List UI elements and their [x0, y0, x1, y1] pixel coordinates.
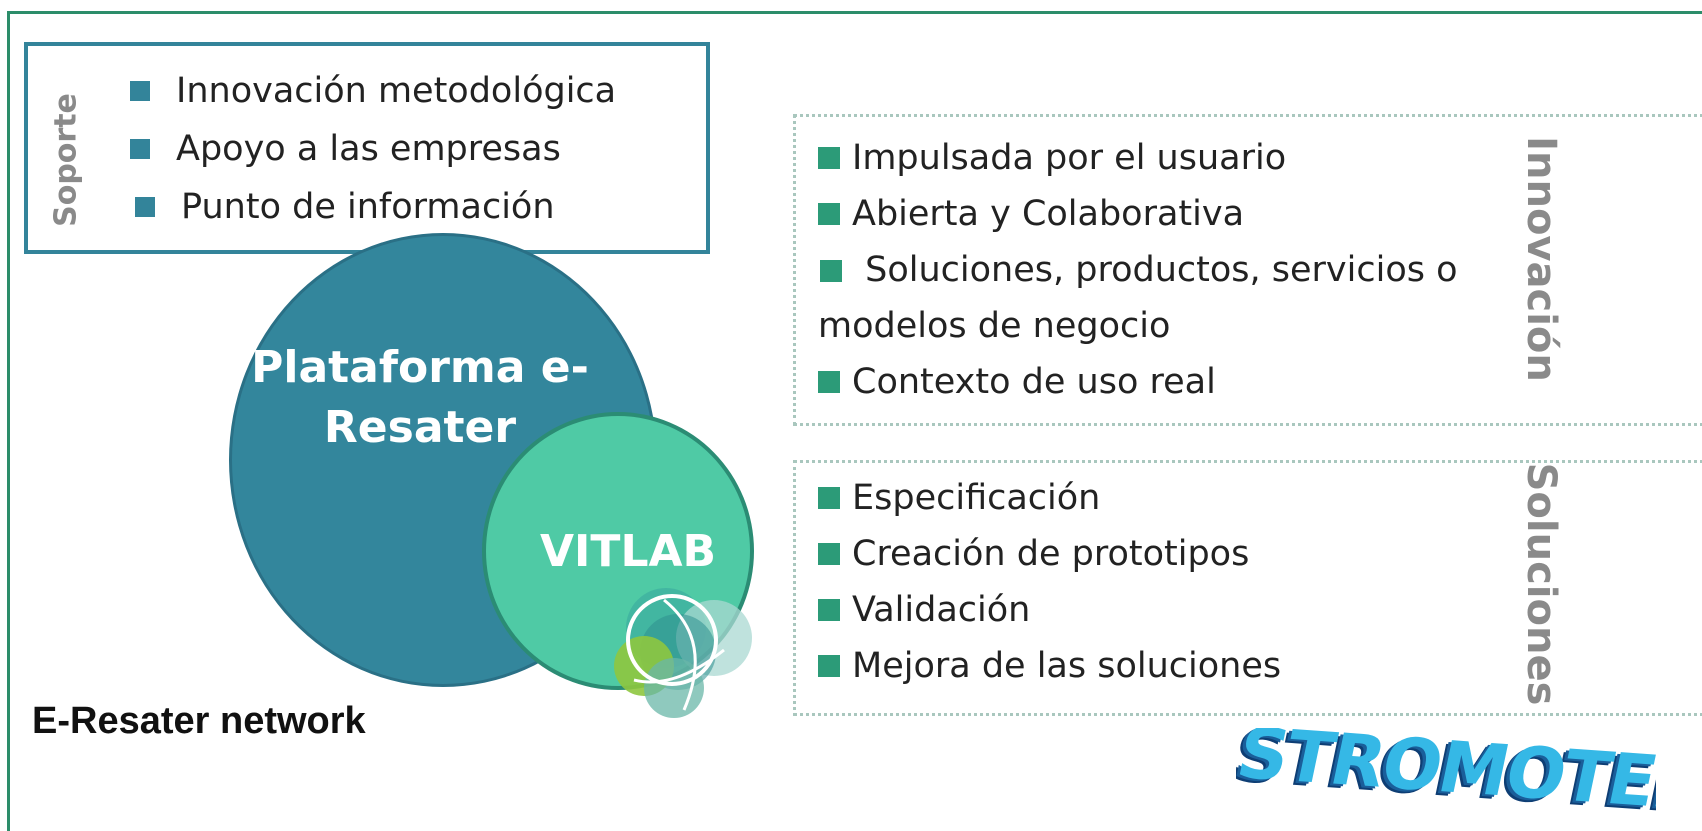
soporte-list: Innovación metodológica Apoyo a las empr… — [130, 62, 616, 236]
innovacion-item-text: Impulsada por el usuario — [852, 138, 1287, 178]
soluciones-item: Especificación — [818, 470, 1281, 526]
soluciones-item-text: Validación — [852, 590, 1031, 630]
square-bullet-icon — [820, 260, 842, 282]
soporte-item: Apoyo a las empresas — [130, 120, 616, 178]
vitlab-label: VITLAB — [540, 526, 717, 577]
innovacion-item-text: Soluciones, productos, servicios o model… — [818, 250, 1458, 346]
soporte-item-text: Innovación metodológica — [176, 71, 617, 111]
square-bullet-icon — [130, 81, 150, 101]
square-bullet-icon — [818, 371, 840, 393]
innovacion-item: Impulsada por el usuario — [818, 130, 1458, 186]
stromoter-logo-text: STROMOTER — [1236, 728, 1656, 820]
innovacion-label: Innovación — [1518, 136, 1564, 382]
innovacion-item: Contexto de uso real — [818, 354, 1458, 410]
square-bullet-icon — [135, 197, 155, 217]
vitlab-logo-icon — [614, 588, 752, 718]
soluciones-item: Validación — [818, 582, 1281, 638]
outer-frame — [7, 11, 1702, 831]
innovacion-list: Impulsada por el usuario Abierta y Colab… — [818, 130, 1458, 410]
soluciones-item-text: Creación de prototipos — [852, 534, 1250, 574]
soporte-item-text: Punto de información — [181, 187, 555, 227]
innovacion-box — [793, 114, 1702, 426]
innovacion-item-text: Contexto de uso real — [852, 362, 1216, 402]
soluciones-item: Mejora de las soluciones — [818, 638, 1281, 694]
soluciones-item: Creación de prototipos — [818, 526, 1281, 582]
soluciones-box — [793, 460, 1702, 716]
stromoter-logo: STROMOTER — [1236, 728, 1656, 820]
soluciones-list: Especificación Creación de prototipos Va… — [818, 470, 1281, 694]
square-bullet-icon — [818, 543, 840, 565]
square-bullet-icon — [818, 147, 840, 169]
soporte-item-text: Apoyo a las empresas — [176, 129, 561, 169]
square-bullet-icon — [818, 655, 840, 677]
square-bullet-icon — [130, 139, 150, 159]
square-bullet-icon — [818, 599, 840, 621]
innovacion-item: Abierta y Colaborativa — [818, 186, 1458, 242]
network-title: E-Resater network — [32, 700, 366, 742]
plataforma-label: Plataforma e-Resater — [251, 342, 589, 453]
square-bullet-icon — [818, 487, 840, 509]
soporte-item: Innovación metodológica — [130, 62, 616, 120]
soluciones-label: Soluciones — [1518, 462, 1564, 706]
innovacion-item: Soluciones, productos, servicios o model… — [818, 242, 1458, 354]
soluciones-item-text: Mejora de las soluciones — [852, 646, 1282, 686]
soporte-item: Punto de información — [130, 178, 616, 236]
soluciones-item-text: Especificación — [852, 478, 1101, 518]
soporte-label: Soporte — [48, 93, 84, 227]
square-bullet-icon — [818, 203, 840, 225]
innovacion-item-text: Abierta y Colaborativa — [852, 194, 1245, 234]
